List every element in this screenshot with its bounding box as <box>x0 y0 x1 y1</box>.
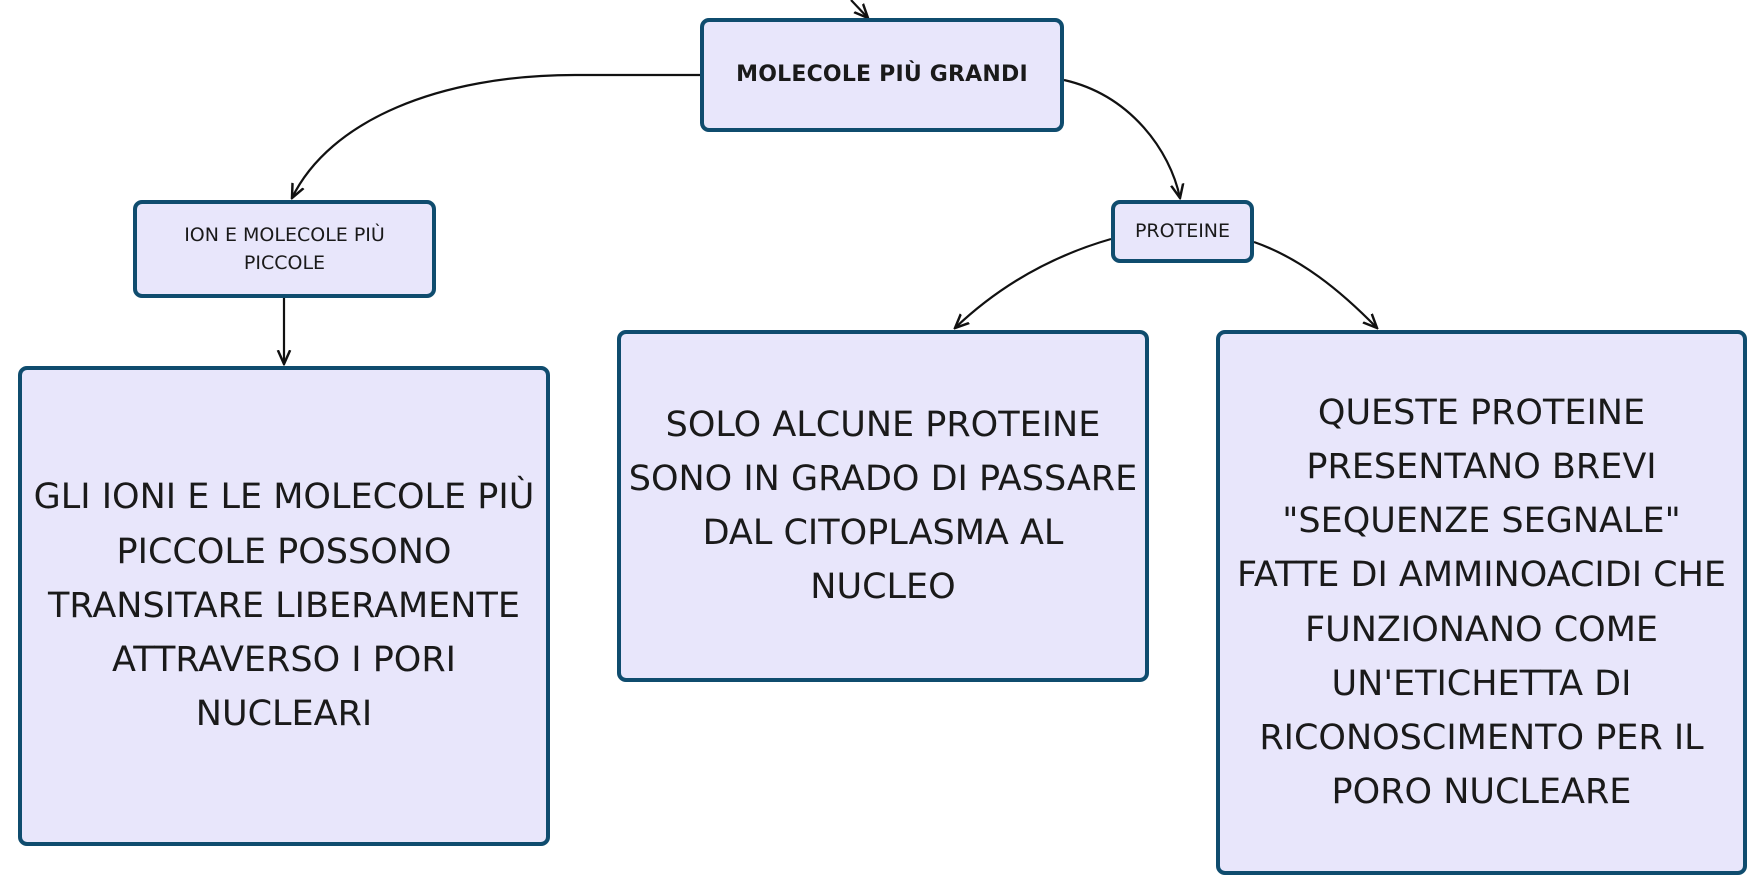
topic-node-label: ION E MOLECOLE PIÙ PICCOLE <box>184 223 385 275</box>
topic-node-proteine[interactable]: PROTEINE <box>1111 200 1254 263</box>
topic-node-queste-proteine[interactable]: QUESTE PROTEINE PRESENTANO BREVI "SEQUEN… <box>1216 330 1747 875</box>
topic-node-label: PROTEINE <box>1134 219 1231 242</box>
topic-node-ion-e-molecole-piu-piccole[interactable]: ION E MOLECOLE PIÙ PICCOLE <box>133 200 436 298</box>
topic-node-solo-alcune-proteine[interactable]: SOLO ALCUNE PROTEINE SONO IN GRADO DI PA… <box>617 330 1149 682</box>
topic-node-gli-ioni-detail[interactable]: GLI IONI E LE MOLECOLE PIÙ PICCOLE POSSO… <box>18 366 550 846</box>
topic-node-label: SOLO ALCUNE PROTEINE SONO IN GRADO DI PA… <box>628 404 1138 608</box>
topic-node-label: GLI IONI E LE MOLECOLE PIÙ PICCOLE POSSO… <box>33 477 535 735</box>
edge-proteine-to-queste <box>1253 240 1377 328</box>
edge-parent-to-root <box>850 0 868 18</box>
edge-root-to-ions <box>292 73 700 198</box>
topic-node-label: QUESTE PROTEINE PRESENTANO BREVI "SEQUEN… <box>1236 392 1727 813</box>
edge-root-to-proteine <box>1063 78 1180 198</box>
topic-node-label: MOLECOLE PIÙ GRANDI <box>736 62 1028 88</box>
topic-node-molecole-piu-grandi[interactable]: MOLECOLE PIÙ GRANDI <box>700 18 1064 132</box>
edge-proteine-to-solo <box>955 237 1112 328</box>
